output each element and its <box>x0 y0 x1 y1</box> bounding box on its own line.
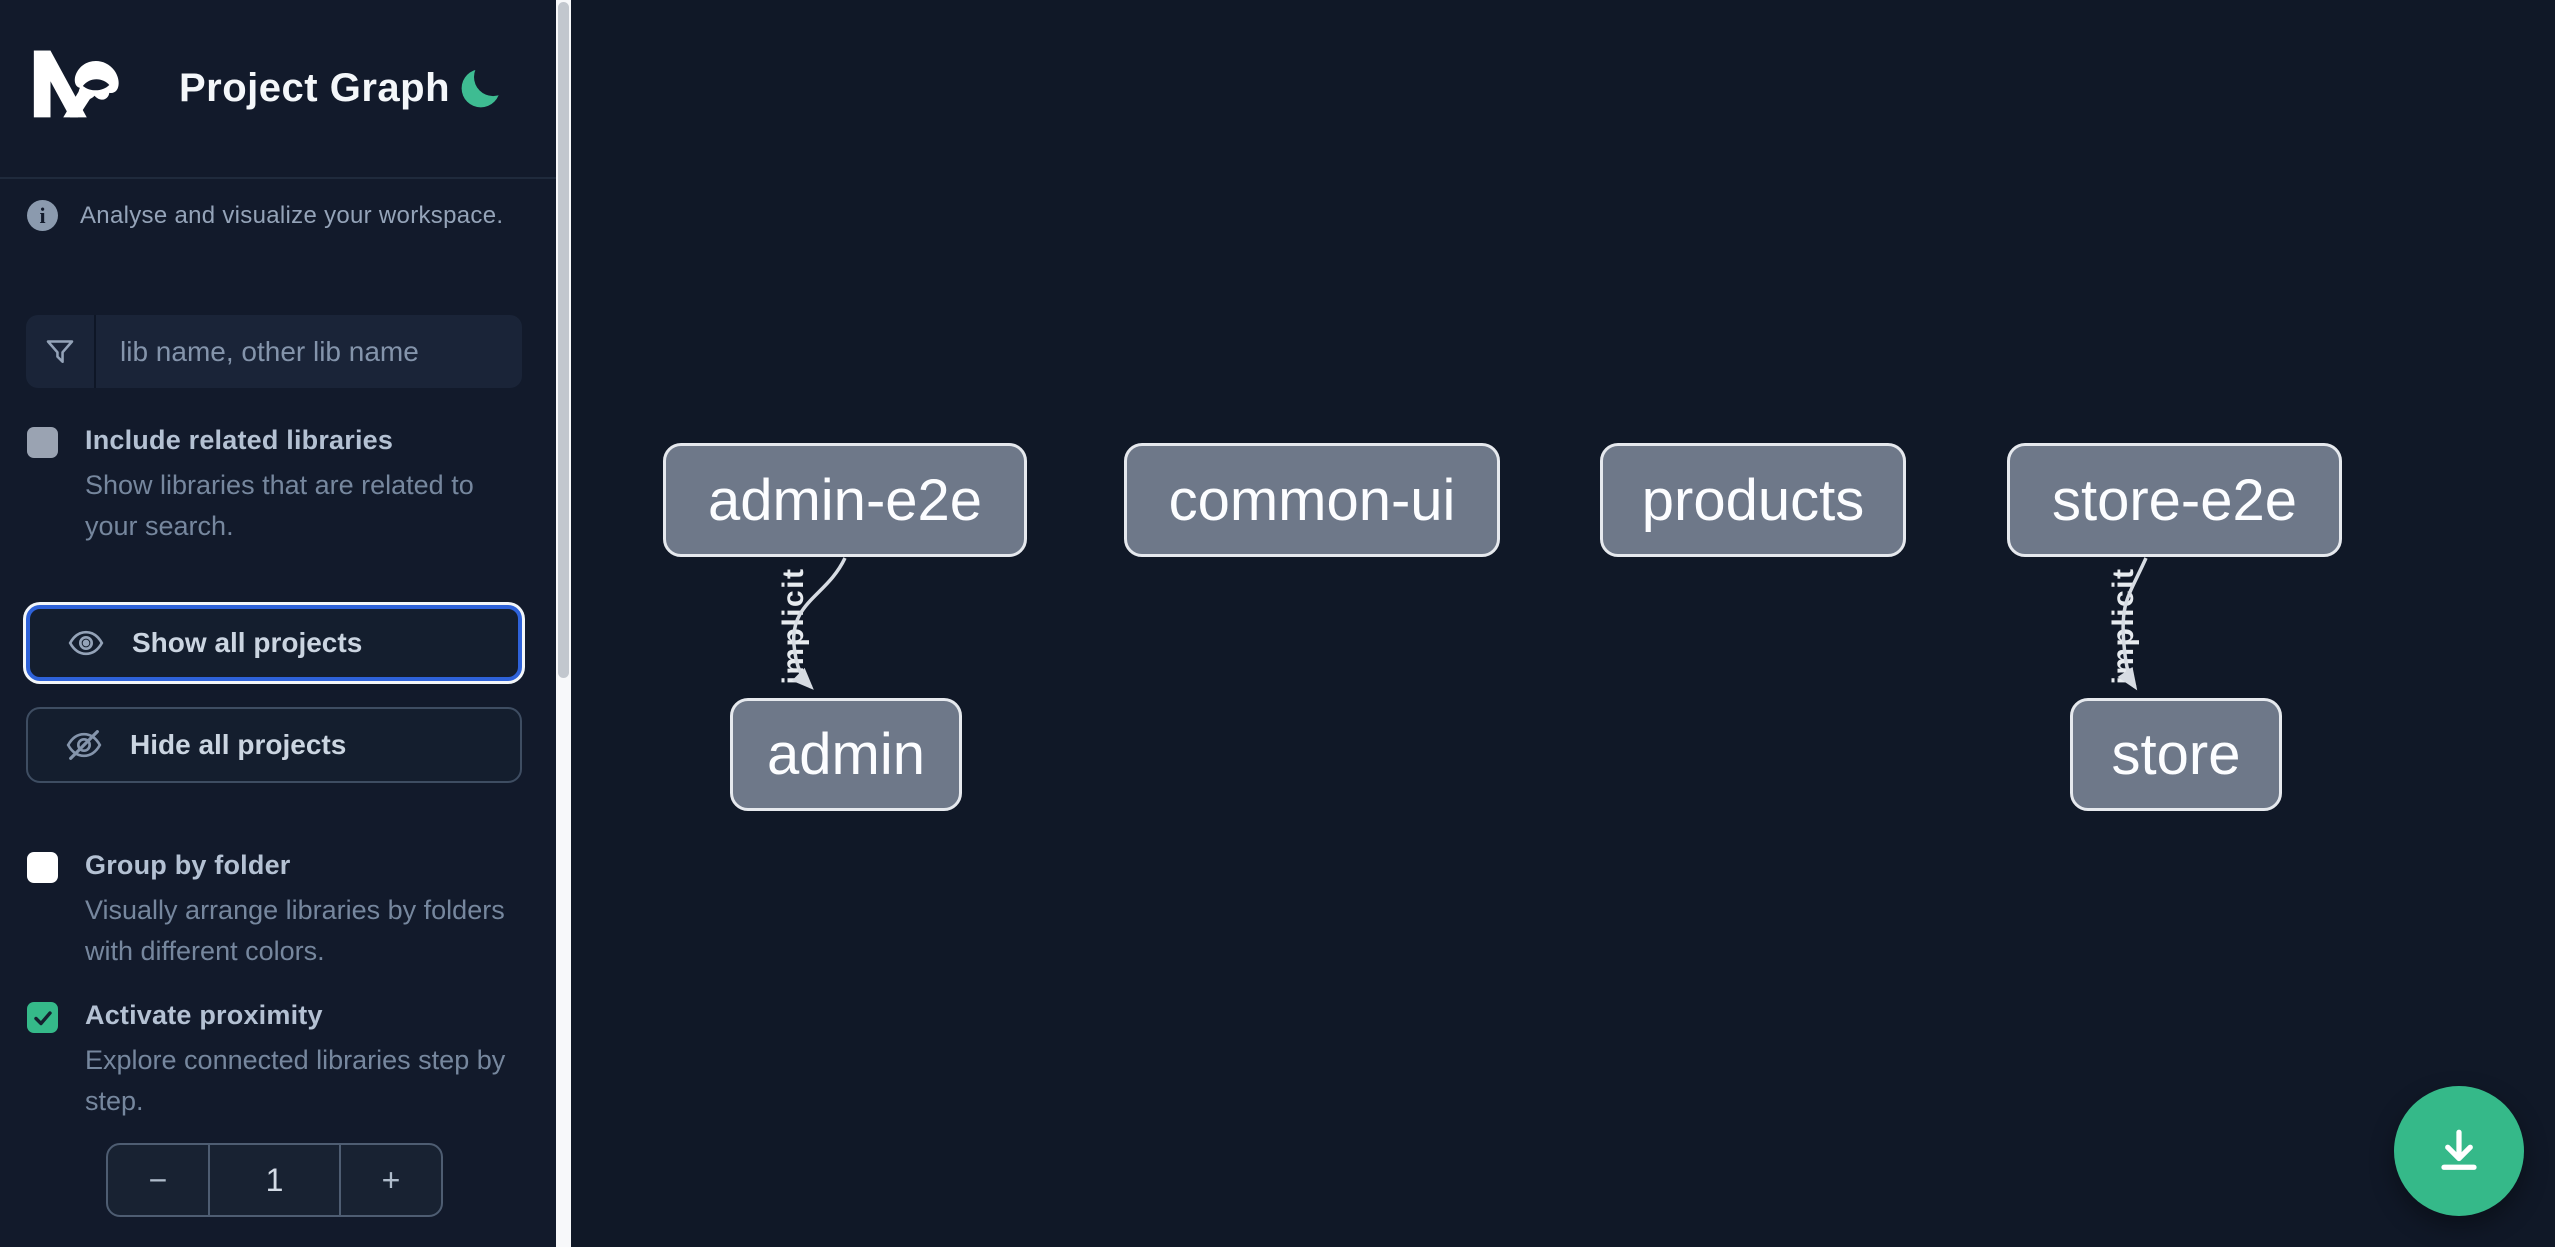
info-icon: i <box>27 200 58 231</box>
button-label: Hide all projects <box>130 729 347 760</box>
toggle-include-related-libraries: Include related libraries Show libraries… <box>27 425 527 547</box>
graph-node-admin[interactable]: admin <box>730 698 962 811</box>
decrement-button[interactable]: − <box>108 1145 208 1215</box>
download-graph-button[interactable] <box>2394 1086 2524 1216</box>
show-all-projects-button[interactable]: Show all projects <box>26 605 522 681</box>
sidebar: Project Graph i Analyse and visualize yo… <box>0 0 556 1247</box>
toggle-group-by-folder: Group by folder Visually arrange librari… <box>27 850 527 972</box>
download-icon <box>2441 1129 2477 1170</box>
search-input[interactable] <box>96 315 522 388</box>
proximity-depth-value: 1 <box>208 1145 341 1215</box>
funnel-filter-icon <box>26 315 96 388</box>
tagline-text: Analyse and visualize your workspace. <box>80 201 504 229</box>
graph-edges <box>791 557 2148 691</box>
graph-canvas[interactable]: admin-e2e common-ui products store-e2e a… <box>571 0 2555 1247</box>
toggle-description: Explore connected libraries step by step… <box>85 1045 506 1116</box>
checkbox-group-by-folder[interactable] <box>27 852 58 883</box>
toggle-label: Activate proximity <box>85 1000 323 1030</box>
checkbox-activate-proximity[interactable] <box>27 1002 58 1033</box>
toggle-description: Show libraries that are related to your … <box>85 470 474 541</box>
eye-off-icon <box>66 730 102 760</box>
graph-node-products[interactable]: products <box>1600 443 1906 557</box>
checkbox-include-related-libraries[interactable] <box>27 427 58 458</box>
page-title: Project Graph <box>179 66 451 110</box>
moon-icon <box>461 68 500 107</box>
search-box <box>26 315 522 388</box>
increment-button[interactable]: + <box>341 1145 441 1215</box>
proximity-depth-stepper: − 1 + <box>106 1143 443 1217</box>
graph-node-admin-e2e[interactable]: admin-e2e <box>663 443 1027 557</box>
toggle-description: Visually arrange libraries by folders wi… <box>85 895 505 966</box>
header-divider <box>0 177 556 179</box>
nx-logo <box>33 50 119 118</box>
sidebar-scrollbar-thumb[interactable] <box>558 2 569 678</box>
eye-icon <box>68 630 104 656</box>
graph-node-store[interactable]: store <box>2070 698 2282 811</box>
edge-label-implicit-admin[interactable]: implicit <box>777 567 810 685</box>
graph-node-common-ui[interactable]: common-ui <box>1124 443 1500 557</box>
toggle-activate-proximity: Activate proximity Explore connected lib… <box>27 1000 527 1122</box>
button-label: Show all projects <box>132 627 363 658</box>
toggle-label: Group by folder <box>85 850 291 880</box>
theme-toggle-button[interactable] <box>452 56 514 118</box>
checkmark-icon <box>33 1010 52 1025</box>
hide-all-projects-button[interactable]: Hide all projects <box>26 707 522 783</box>
toggle-label: Include related libraries <box>85 425 394 455</box>
sidebar-scrollbar[interactable] <box>556 0 571 1247</box>
tagline-row: i Analyse and visualize your workspace. <box>27 200 527 231</box>
graph-node-store-e2e[interactable]: store-e2e <box>2007 443 2342 557</box>
edge-label-implicit-store[interactable]: implicit <box>2107 567 2140 685</box>
